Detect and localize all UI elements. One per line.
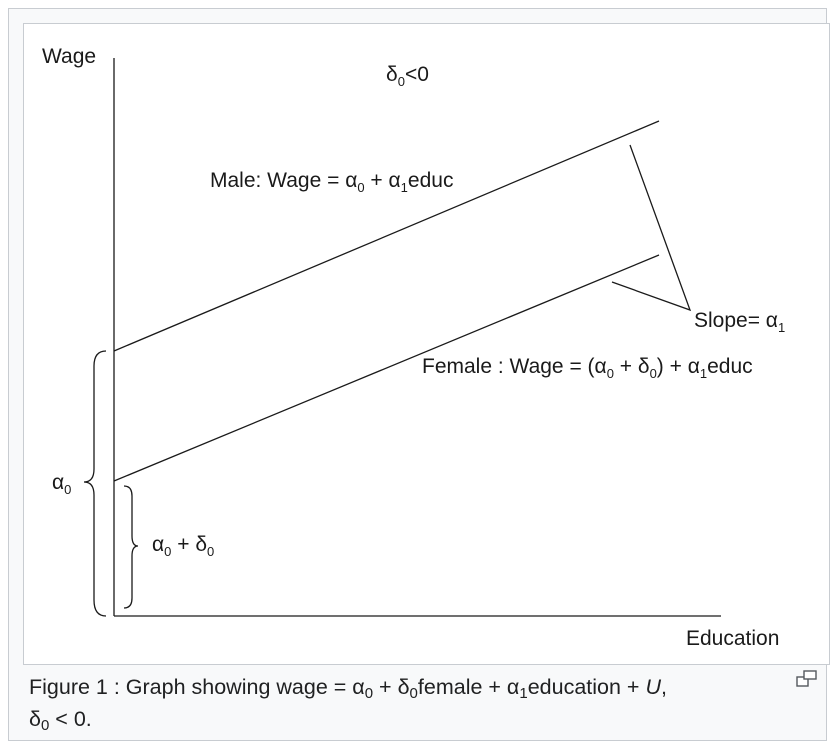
- x-axis-label: Education: [686, 627, 780, 650]
- y-axis-label: Wage: [42, 45, 97, 68]
- diagram-image[interactable]: Wage δ0<0 Male: Wage = α0 + α1educ Slope…: [23, 23, 830, 665]
- magnify-clip-icon[interactable]: [796, 670, 818, 688]
- condition-label: δ0<0: [386, 63, 429, 89]
- alpha0-delta0-brace: [123, 485, 139, 609]
- slope-pointer-lines: [611, 144, 692, 312]
- figure-thumbnail: Wage δ0<0 Male: Wage = α0 + α1educ Slope…: [8, 8, 830, 741]
- figure-caption: Figure 1 : Graph showing wage = α0 + δ0f…: [29, 675, 667, 734]
- alpha0-delta0-label: α0 + δ0: [152, 533, 215, 559]
- female-wage-line: [113, 254, 660, 482]
- alpha0-label: α0: [52, 471, 72, 497]
- female-equation-label: Female : Wage = (α0 + δ0) + α1educ: [422, 355, 753, 381]
- alpha0-brace: [83, 350, 107, 617]
- slope-label: Slope= α1: [694, 309, 786, 335]
- male-wage-line: [113, 120, 660, 352]
- male-equation-label: Male: Wage = α0 + α1educ: [210, 169, 454, 195]
- diagram-graphics: [83, 58, 721, 617]
